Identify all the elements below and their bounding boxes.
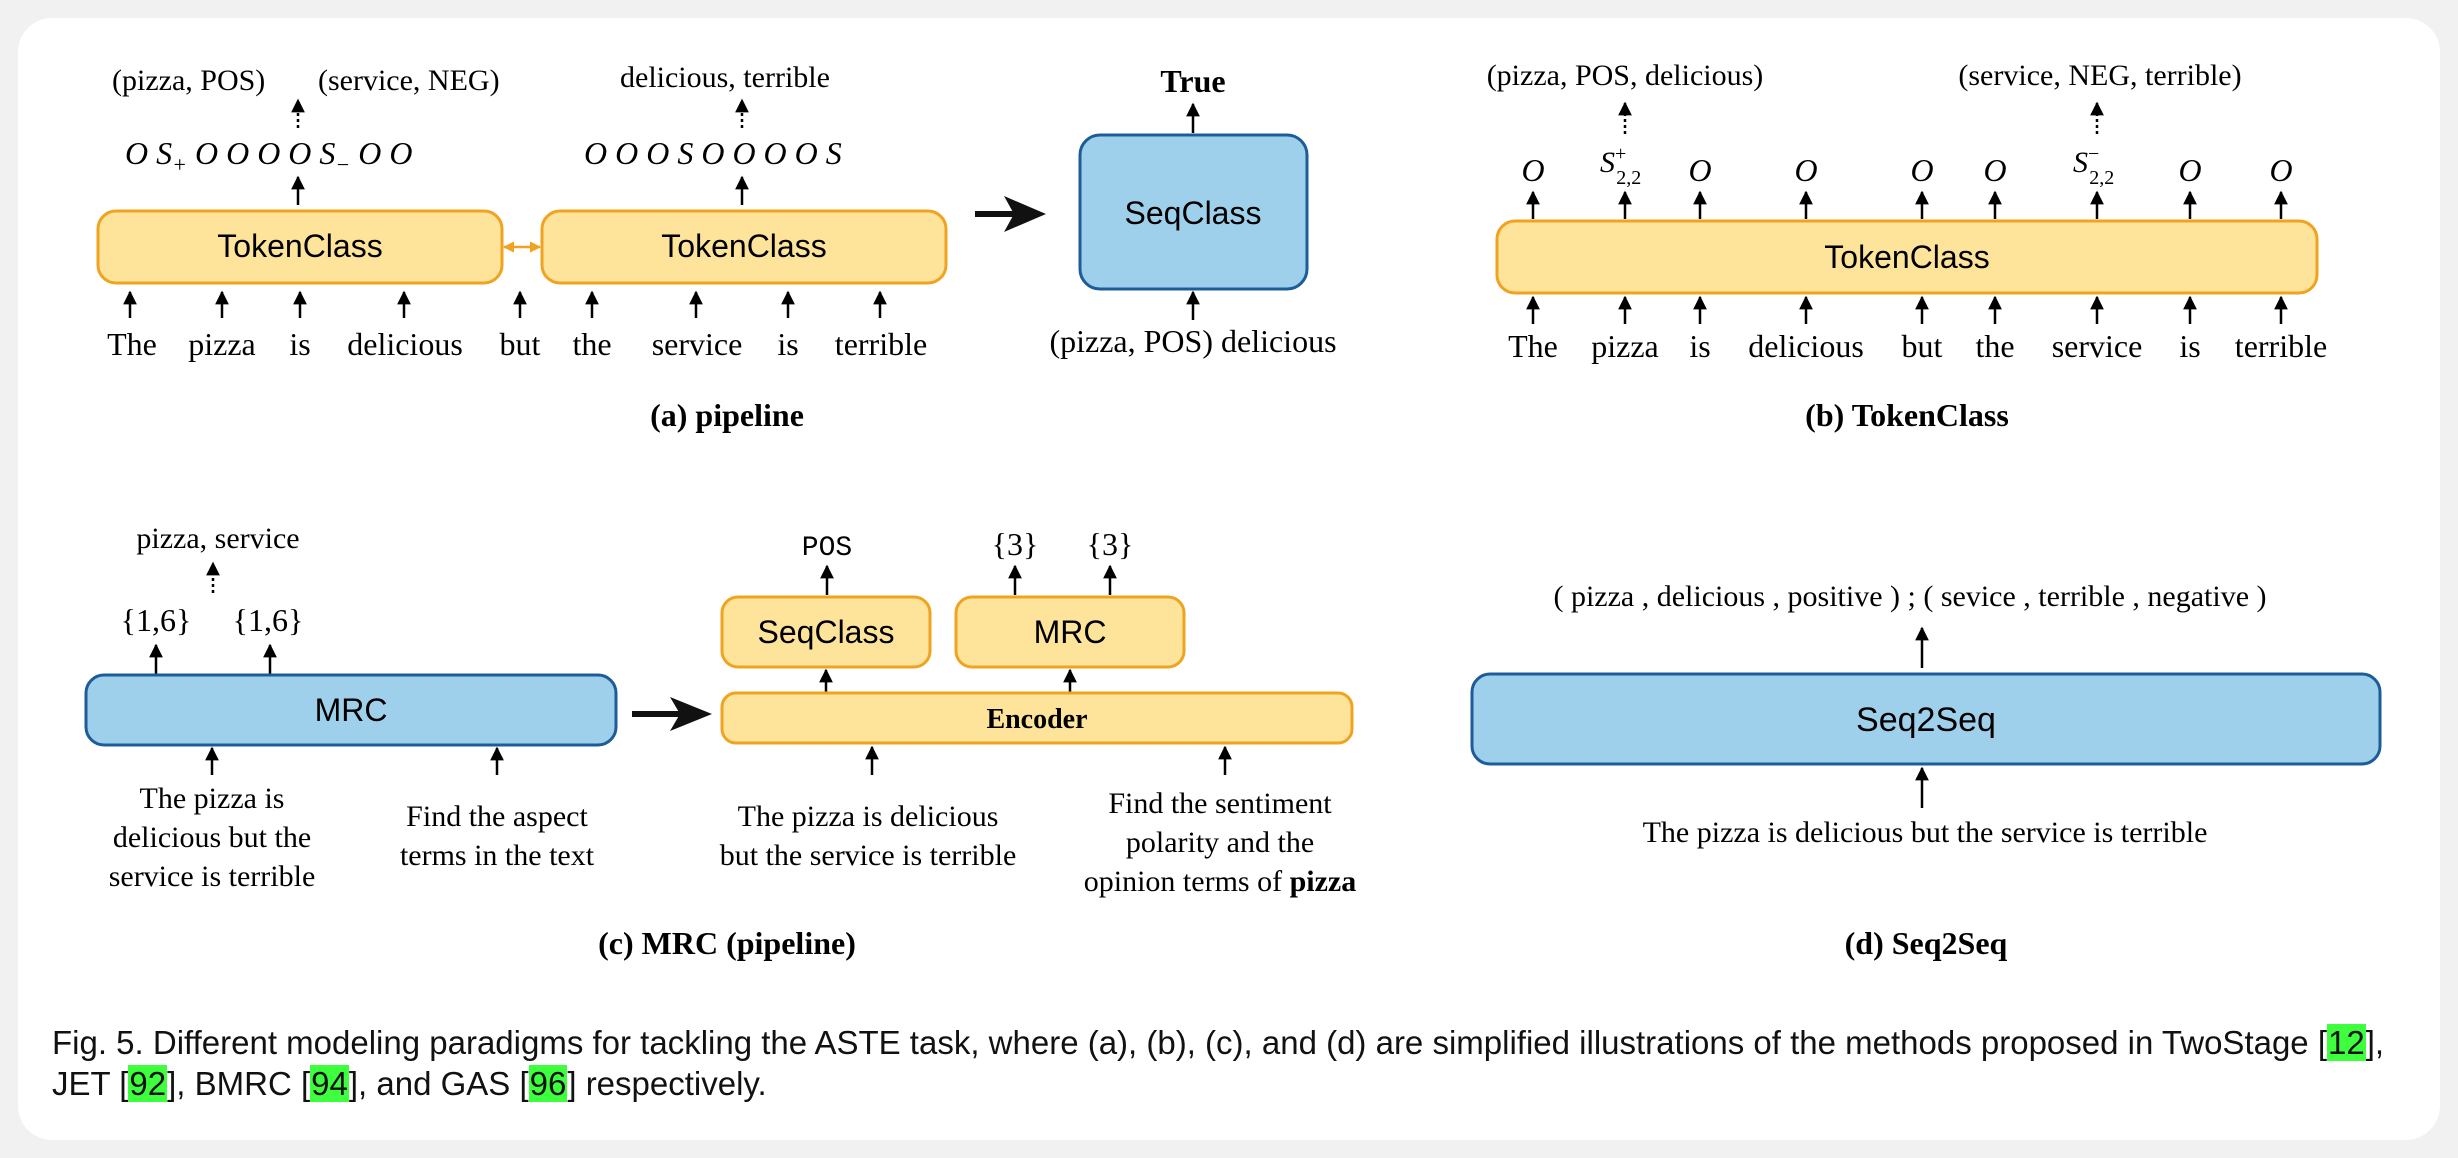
citation-link[interactable]: 12 xyxy=(2327,1024,2366,1061)
seqclass-box xyxy=(720,595,932,669)
citation-link[interactable]: 96 xyxy=(528,1065,568,1102)
word: is xyxy=(289,326,310,362)
encoder-text-line: but the service is terrible xyxy=(720,839,1017,872)
opinions-text: delicious, terrible xyxy=(620,61,830,94)
encoder-text-line: The pizza is delicious xyxy=(738,800,999,833)
seq2seq-input: The pizza is delicious but the service i… xyxy=(1643,816,2208,849)
span-2: {1,6} xyxy=(233,602,304,638)
encoder-query-text: opinion terms of xyxy=(1084,865,1290,898)
tag-o: O xyxy=(1688,152,1711,188)
query-line: Find the aspect xyxy=(406,800,588,833)
mrc-label: MRC xyxy=(315,692,388,728)
flow-arrow-head xyxy=(670,697,712,731)
tokenclass-box-1 xyxy=(96,209,504,285)
caption-text: ], and GAS [ xyxy=(348,1065,529,1102)
encoder-query-bold: pizza xyxy=(1290,865,1357,898)
pair-service-neg: (service, NEG) xyxy=(318,64,500,97)
tag-o: O xyxy=(1983,152,2006,188)
citation-link[interactable]: 92 xyxy=(128,1065,168,1102)
caption-text: Fig. 5. Different modeling paradigms for… xyxy=(52,1024,2328,1061)
citation-link[interactable]: 94 xyxy=(310,1065,349,1102)
mrc-span-2: {3} xyxy=(1087,526,1134,562)
query-line: terms in the text xyxy=(400,839,595,872)
word: The xyxy=(107,326,157,362)
tag-o: O xyxy=(1521,152,1544,188)
mrc-span-1: {3} xyxy=(992,526,1039,562)
caption-text: ], JET [ xyxy=(52,1024,2385,1102)
caption-text: ] respectively. xyxy=(567,1065,767,1102)
caption-text: ], BMRC [ xyxy=(167,1065,311,1102)
seqclass-box xyxy=(1078,133,1309,291)
encoder-box xyxy=(720,691,1354,745)
input-text-line: The pizza is xyxy=(140,782,285,815)
seq2seq-label: Seq2Seq xyxy=(1856,701,1996,739)
panel-b: (pizza, POS, delicious) (service, NEG, t… xyxy=(1487,59,2328,433)
encoder-query-line: opinion terms of pizza xyxy=(1084,865,1356,898)
word: terrible xyxy=(2235,328,2327,364)
word: The xyxy=(1508,328,1558,364)
pair-pizza-pos: (pizza, POS) xyxy=(112,64,265,97)
word: pizza xyxy=(188,326,256,362)
seqclass-label: SeqClass xyxy=(758,614,895,650)
encoder-query-line: polarity and the xyxy=(1126,826,1314,859)
word: delicious xyxy=(347,326,463,362)
tokenclass-label-1: TokenClass xyxy=(217,228,382,264)
tokenclass-box xyxy=(1495,219,2319,295)
panel-d-caption: (d) Seq2Seq xyxy=(1845,925,2008,961)
tag-sequence-1: O S+ O O O O S− O O xyxy=(125,135,412,177)
panel-b-caption: (b) TokenClass xyxy=(1805,397,2009,433)
panel-a-caption: (a) pipeline xyxy=(650,397,804,433)
tag-o: O xyxy=(2269,152,2292,188)
tag-o: O xyxy=(2178,152,2201,188)
triplet-service: (service, NEG, terrible) xyxy=(1958,59,2241,92)
tokenclass-label: TokenClass xyxy=(1824,239,1989,275)
tag-sequence-2: O O O S O O O O S xyxy=(584,135,842,171)
seqclass-input: (pizza, POS) delicious xyxy=(1049,323,1336,359)
seq2seq-output: ( pizza , delicious , positive ) ; ( sev… xyxy=(1553,580,2266,613)
word: is xyxy=(1689,328,1710,364)
mrc-box-2 xyxy=(954,595,1186,669)
word: service xyxy=(2052,328,2143,364)
flow-arrow-head xyxy=(1004,196,1046,232)
triplet-pizza: (pizza, POS, delicious) xyxy=(1487,59,1764,92)
encoder-query-line: Find the sentiment xyxy=(1108,787,1332,820)
seqclass-output: True xyxy=(1160,63,1225,99)
word: but xyxy=(1902,328,1943,364)
figure-caption: Fig. 5. Different modeling paradigms for… xyxy=(52,1022,2412,1104)
panel-d: ( pizza , delicious , positive ) ; ( sev… xyxy=(1470,580,2382,961)
seq2seq-box xyxy=(1470,672,2382,766)
tag-o: O xyxy=(1794,152,1817,188)
figure-card xyxy=(18,18,2440,1140)
seqclass-output: POS xyxy=(802,533,852,564)
encoder-label: Encoder xyxy=(986,704,1087,735)
aspect-output: pizza, service xyxy=(136,522,299,555)
word: pizza xyxy=(1591,328,1659,364)
mrc-label-2: MRC xyxy=(1034,614,1107,650)
tag-o: O xyxy=(1910,152,1933,188)
word: is xyxy=(2179,328,2200,364)
panel-c-caption: (c) MRC (pipeline) xyxy=(598,925,856,961)
word: service xyxy=(652,326,743,362)
panel-a: (pizza, POS) (service, NEG) delicious, t… xyxy=(96,61,1337,433)
tokenclass-label-2: TokenClass xyxy=(661,228,826,264)
input-text-line: service is terrible xyxy=(109,860,316,893)
word: is xyxy=(777,326,798,362)
panel-c: pizza, service {1,6} {1,6} MRC The pizza… xyxy=(84,522,1356,961)
mrc-box xyxy=(84,673,618,747)
word: delicious xyxy=(1748,328,1864,364)
input-text-line: delicious but the xyxy=(113,821,311,854)
tokenclass-box-2 xyxy=(540,209,948,285)
word: terrible xyxy=(835,326,927,362)
word: the xyxy=(572,326,611,362)
word: the xyxy=(1975,328,2014,364)
word: but xyxy=(500,326,541,362)
span-1: {1,6} xyxy=(121,602,192,638)
seqclass-label: SeqClass xyxy=(1125,195,1262,231)
